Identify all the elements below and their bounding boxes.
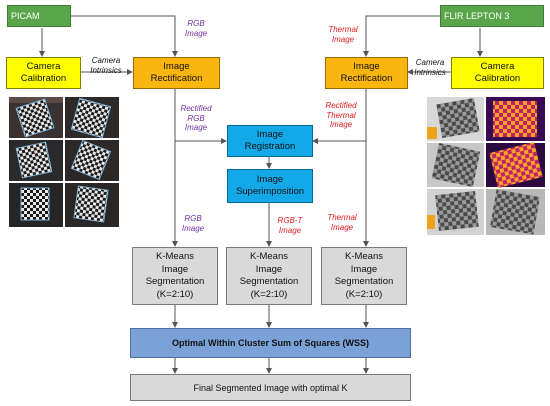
picam-source: PICAM [7,5,71,27]
label-rgb-image-bottom: RGB Image [181,214,205,233]
camera-calibration-left: Camera Calibration [6,57,81,89]
label-thermal-image-bottom: Thermal Image [327,213,357,232]
label-rectified-rgb-image: Rectified RGB Image [180,104,212,132]
label-camera-intrinsics-left: Camera Intrinsics [90,56,122,75]
label-rgb-image-top: RGB Image [184,19,208,38]
label-rgbt-image: RGB-T Image [277,216,303,235]
image-rectification-left: Image Rectification [133,57,220,89]
label-camera-intrinsics-right: Camera Intrinsics [414,58,446,77]
camera-calibration-right: Camera Calibration [451,57,544,89]
label-thermal-image-top: Thermal Image [328,25,358,44]
flir-lepton-label: FLIR LEPTON 3 [444,11,510,21]
image-rectification-right: Image Rectification [325,57,408,89]
picam-label: PICAM [11,11,40,21]
thermal-checkerboard-images [427,97,545,235]
final-segmented-image-box: Final Segmented Image with optimal K [130,374,411,401]
kmeans-segmentation-thermal: K-Means Image Segmentation (K=2:10) [321,247,407,305]
image-superimposition: Image Superimposition [227,169,313,203]
kmeans-segmentation-rgbt: K-Means Image Segmentation (K=2:10) [226,247,312,305]
image-registration: Image Registration [227,125,313,157]
arrow-picam-to-rectification [70,15,178,57]
kmeans-segmentation-rgb: K-Means Image Segmentation (K=2:10) [132,247,218,305]
arrow-flir-to-rectification [363,15,440,57]
optimal-wss-box: Optimal Within Cluster Sum of Squares (W… [130,328,411,358]
label-rectified-thermal-image: Rectified Thermal Image [325,101,357,129]
flir-lepton-source: FLIR LEPTON 3 [440,5,544,27]
rgb-checkerboard-images [9,97,119,227]
